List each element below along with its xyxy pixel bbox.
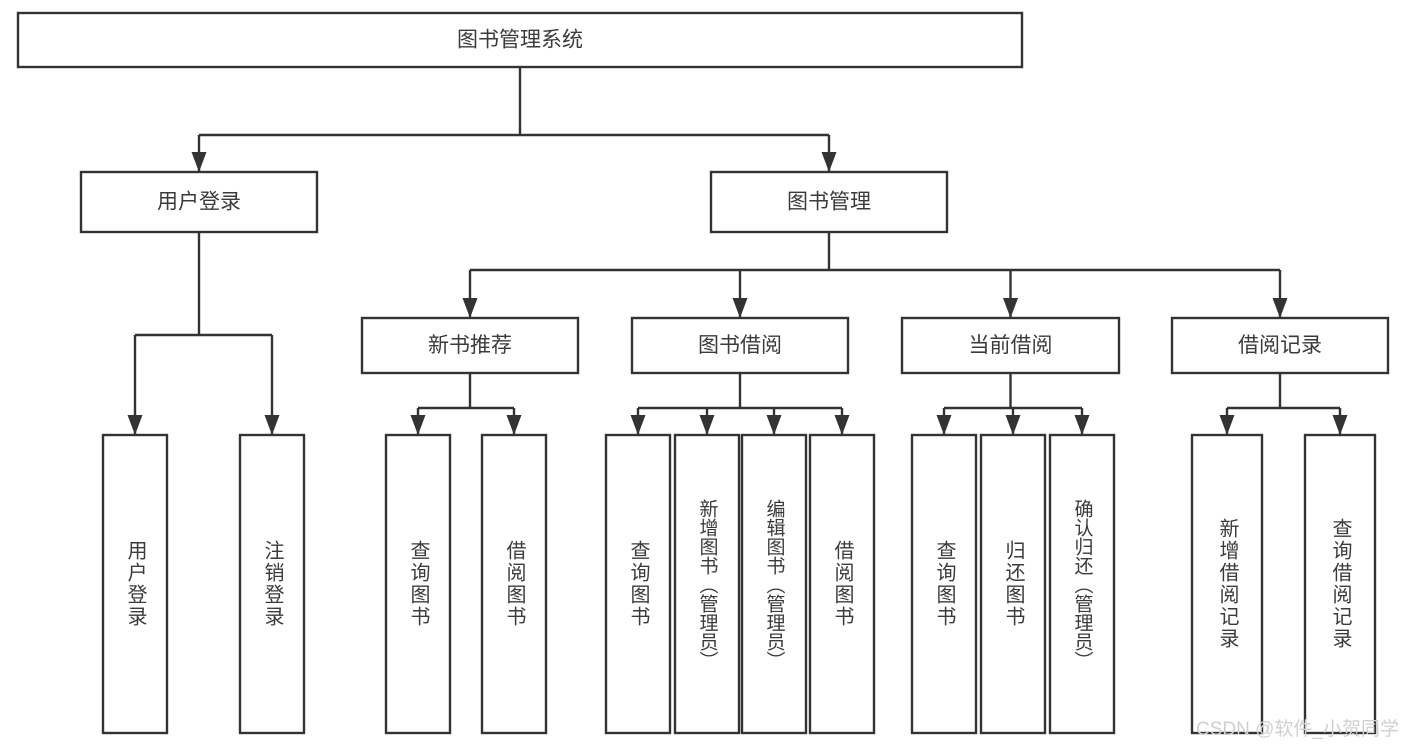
arrow-head-icon-borrow-borrow-book [834, 415, 850, 435]
node-label-borrow-records: 借阅记录 [1238, 334, 1322, 357]
arrow-head-icon-new-book-recommend [462, 298, 478, 318]
arrow-head-icon-current-borrow [1003, 298, 1018, 318]
connectors-layer [127, 67, 1348, 435]
node-box-records-add[interactable] [1190, 433, 1264, 735]
node-box-borrow-borrow-book[interactable] [808, 433, 876, 735]
node-box-root[interactable] [16, 11, 1024, 69]
node-box-borrow-edit-book[interactable] [740, 433, 808, 735]
node-box-borrow-query-book[interactable] [604, 433, 672, 735]
arrow-head-icon-current-return-book [1005, 415, 1021, 435]
node-box-user-logout[interactable] [238, 433, 306, 735]
node-box-recommend-query-book[interactable] [384, 433, 452, 735]
node-box-borrow-records[interactable] [1170, 316, 1390, 375]
node-box-current-return-book[interactable] [979, 433, 1047, 735]
node-box-new-book-recommend[interactable] [360, 316, 580, 375]
arrow-head-icon-recommend-borrow-book [506, 415, 522, 435]
arrow-head-icon-current-query-book [936, 415, 952, 435]
node-label-root: 图书管理系统 [457, 29, 583, 52]
node-box-book-borrow[interactable] [630, 316, 850, 375]
node-box-borrow-add-book[interactable] [673, 433, 741, 735]
arrow-head-icon-borrow-add-book [699, 415, 715, 435]
node-box-book-management[interactable] [709, 170, 949, 234]
node-box-current-query-book[interactable] [910, 433, 978, 735]
node-box-records-query[interactable] [1303, 433, 1377, 735]
arrow-head-icon-current-confirm-return [1074, 415, 1090, 435]
arrow-head-icon-borrow-query-book [630, 415, 646, 435]
node-box-recommend-borrow-book[interactable] [480, 433, 548, 735]
arrow-head-icon-user-login [191, 152, 207, 172]
boxes-layer [16, 11, 1390, 735]
arrow-head-icon-borrow-edit-book [766, 415, 782, 435]
node-label-book-management: 图书管理 [787, 191, 871, 214]
node-label-book-borrow: 图书借阅 [698, 334, 782, 357]
node-box-current-confirm-return[interactable] [1048, 433, 1116, 735]
csdn-watermark: CSDN @软件_小贺同学 [1196, 719, 1399, 740]
node-label-current-borrow: 当前借阅 [969, 334, 1053, 357]
node-box-user-login[interactable] [79, 170, 319, 234]
node-box-current-borrow[interactable] [900, 316, 1121, 375]
arrow-head-icon-recommend-query-book [410, 415, 426, 435]
arrow-head-icon-user-logout [264, 415, 280, 435]
arrow-head-icon-records-add [1219, 415, 1235, 435]
node-label-new-book-recommend: 新书推荐 [428, 334, 512, 357]
arrow-head-icon-user-login-do [127, 415, 143, 435]
arrow-head-icon-book-management [821, 152, 837, 172]
node-box-user-login-do[interactable] [101, 433, 169, 735]
arrow-head-icon-book-borrow [732, 298, 748, 318]
node-label-user-login: 用户登录 [157, 191, 241, 214]
arrow-head-icon-records-query [1332, 415, 1348, 435]
arrow-head-icon-borrow-records [1272, 298, 1288, 318]
